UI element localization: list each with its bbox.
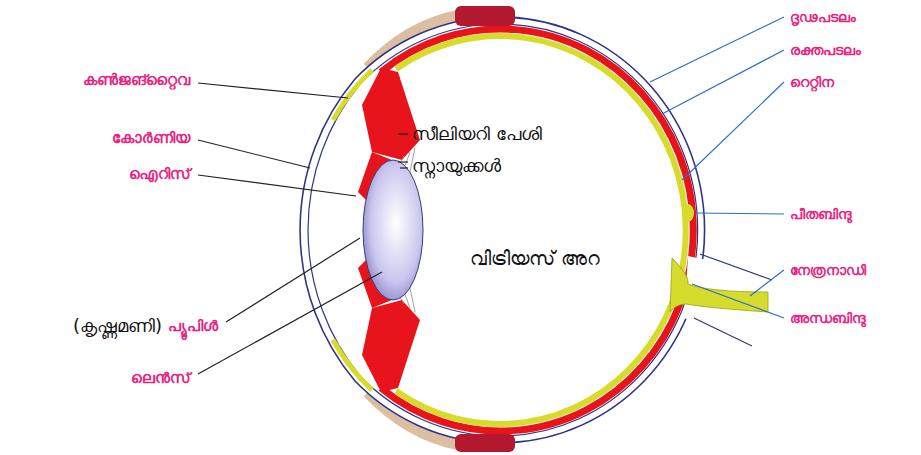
- leader-lines: [198, 83, 408, 374]
- part-label: സ്നായുക്കൾ: [412, 155, 501, 177]
- optic-nerve: [670, 258, 768, 312]
- part-label: കൺജങ്റ്റൈവ: [83, 71, 190, 89]
- part-label: ഐറിസ്: [129, 165, 190, 183]
- part-label: സീലിയറി പേശി: [412, 123, 542, 145]
- part-label: (കൃഷ്ണമണി): [73, 315, 162, 337]
- part-label: പ്യൂപിൾ: [168, 317, 218, 335]
- eye-muscle: [455, 6, 515, 26]
- retina: [396, 36, 686, 424]
- leader-lines: [650, 17, 784, 318]
- nerve-sheath: [700, 254, 772, 280]
- sclera-inner: [308, 24, 698, 436]
- nerve-sheath: [694, 318, 752, 346]
- part-label: കോർണിയ: [112, 129, 190, 147]
- part-label: അന്ധബിന്ദു: [790, 310, 866, 327]
- fovea: [682, 204, 694, 222]
- part-label: രക്തപടലം: [790, 42, 861, 59]
- part-label: നേത്രനാഡി: [790, 262, 866, 279]
- sclera-outline: [300, 17, 705, 443]
- choroid: [381, 29, 693, 431]
- part-label: വിട്രിയസ് അറ: [470, 247, 600, 270]
- ciliary-body: [362, 300, 420, 392]
- part-label: ലെൻസ്: [131, 369, 190, 387]
- part-label: ദൃഢപടലം: [790, 9, 856, 26]
- part-label: റെറ്റിന: [790, 74, 834, 91]
- part-label: പീതബിന്ദു: [790, 206, 852, 223]
- lens: [363, 160, 423, 300]
- eye-muscle: [455, 434, 515, 452]
- ciliary-body: [362, 68, 420, 160]
